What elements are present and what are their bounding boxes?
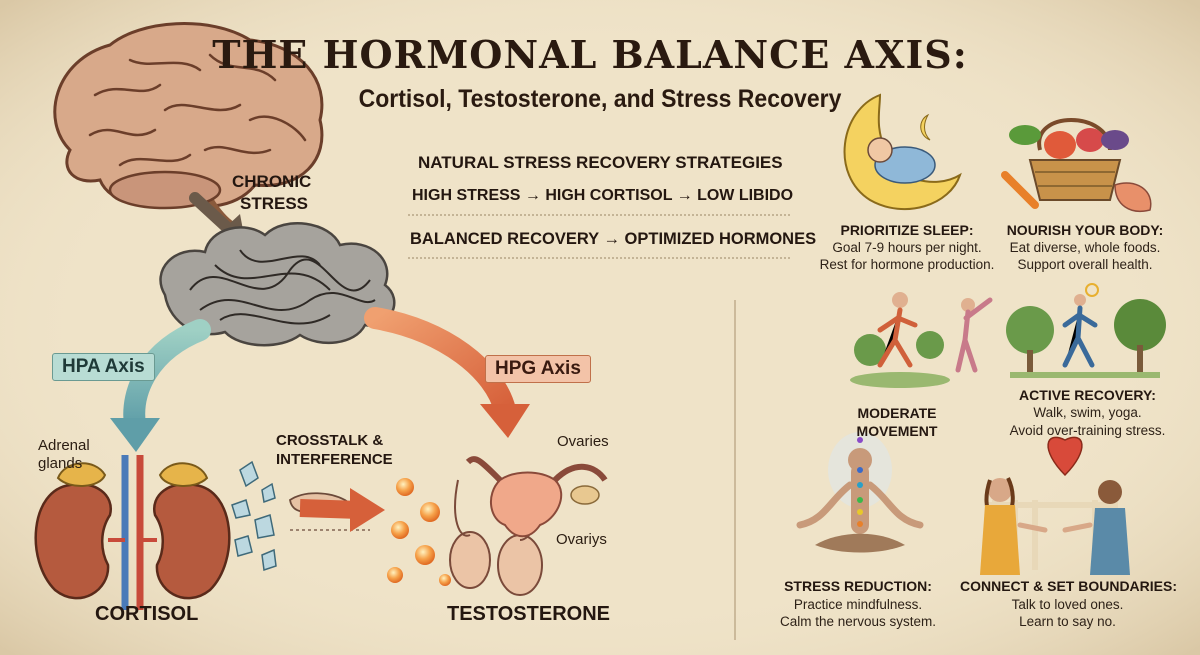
connect-couple-icon bbox=[980, 436, 1130, 575]
connect-card-line-1: Talk to loved ones. bbox=[1011, 597, 1124, 612]
sleep-card-title: PRIORITIZE SLEEP: bbox=[840, 222, 974, 238]
hpa-axis-tag: HPA Axis bbox=[52, 353, 155, 381]
chronic-stress-label-2: STRESS bbox=[240, 194, 309, 213]
nourish-card-title: NOURISH YOUR BODY: bbox=[1006, 222, 1164, 238]
sleep-card-line-2: Rest for hormone production. bbox=[819, 257, 995, 272]
testosterone-molecules-icon bbox=[387, 478, 451, 586]
nourish-card-line-1: Eat diverse, whole foods. bbox=[1009, 240, 1161, 255]
sleep-moon-icon bbox=[843, 93, 962, 210]
adrenal-label-1: Adrenal bbox=[38, 437, 90, 454]
movement-card-title-1: MODERATE bbox=[857, 405, 937, 421]
hpg-arrow bbox=[364, 307, 530, 438]
sleep-card-line-1: Goal 7-9 hours per night. bbox=[832, 240, 982, 255]
stress-card-line-1: Practice mindfulness. bbox=[793, 597, 923, 612]
tangled-stress-icon bbox=[159, 222, 396, 347]
connect-card-line-2: Learn to say no. bbox=[1019, 614, 1116, 629]
interference-hand-icon bbox=[289, 488, 385, 532]
nourish-card-line-2: Support overall health. bbox=[1017, 257, 1153, 272]
strategies-heading: NATURAL STRESS RECOVERY STRATEGIES bbox=[418, 153, 783, 172]
moderate-movement-icon bbox=[850, 292, 993, 388]
kidneys-icon bbox=[34, 455, 231, 610]
cortisol-label: CORTISOL bbox=[95, 603, 199, 625]
crosstalk-label-2: INTERFERENCE bbox=[276, 451, 393, 468]
active-card-line-1: Walk, swim, yoga. bbox=[1033, 405, 1142, 420]
cortisol-crystals-icon bbox=[231, 460, 277, 571]
stress-card-line-2: Calm the nervous system. bbox=[779, 614, 937, 629]
meditation-icon bbox=[796, 432, 924, 553]
food-basket-icon bbox=[1001, 118, 1152, 212]
stress-chain-line: HIGH STRESS → HIGH CORTISOL → LOW LIBIDO bbox=[412, 187, 794, 204]
active-card-line-2: Avoid over-training stress. bbox=[1009, 423, 1166, 438]
hpg-axis-tag: HPG Axis bbox=[485, 355, 591, 383]
testosterone-label: TESTOSTERONE bbox=[447, 603, 610, 625]
page-subtitle: Cortisol, Testosterone, and Stress Recov… bbox=[358, 85, 842, 113]
ovaries-bottom-label: Ovariys bbox=[556, 531, 607, 548]
stress-card-title: STRESS REDUCTION: bbox=[784, 578, 932, 594]
recovery-chain-line: BALANCED RECOVERY → OPTIMIZED HORMONES bbox=[410, 230, 817, 248]
active-card-title: ACTIVE RECOVERY: bbox=[1019, 387, 1156, 403]
reproductive-organs-icon bbox=[449, 456, 608, 596]
active-recovery-icon bbox=[1006, 283, 1166, 378]
chronic-stress-label-1: CHRONIC bbox=[232, 172, 312, 191]
crosstalk-label-1: CROSSTALK & bbox=[276, 432, 384, 449]
movement-card-title-2: MOVEMENT bbox=[856, 423, 938, 439]
adrenal-label-2: glands bbox=[38, 455, 83, 472]
ovaries-top-label: Ovaries bbox=[557, 433, 609, 450]
connect-card-title: CONNECT & SET BOUNDARIES: bbox=[960, 578, 1178, 594]
page-title: THE HORMONAL BALANCE AXIS: bbox=[212, 32, 968, 77]
